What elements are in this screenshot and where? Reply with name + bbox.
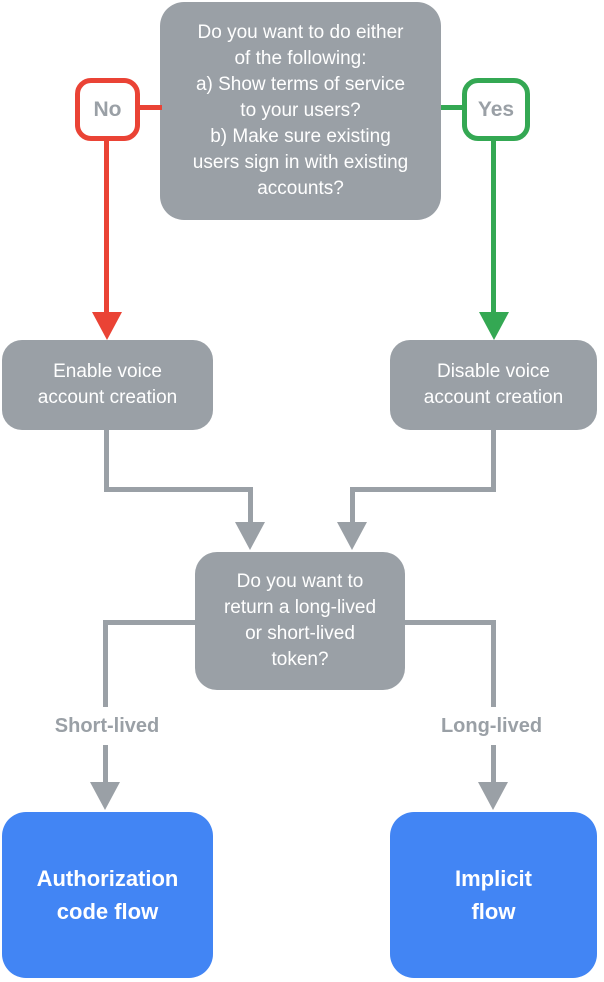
- enable-voice-node: Enable voice account creation: [2, 340, 213, 430]
- long-lived-arrowhead-icon: [478, 782, 508, 810]
- short-lived-label: Short-lived: [22, 707, 192, 745]
- no-branch-horizontal-line: [138, 105, 162, 110]
- disable-connector-horizontal-line: [352, 487, 496, 492]
- long-lived-horizontal-line: [405, 620, 496, 625]
- implicit-flow-node: Implicit flow: [390, 812, 597, 978]
- yes-branch-horizontal-line: [441, 105, 462, 110]
- disable-voice-node: Disable voice account creation: [390, 340, 597, 430]
- enable-connector-arrowhead-icon: [235, 522, 265, 550]
- enable-connector-drop-line: [248, 487, 253, 525]
- yes-branch-vertical-line: [491, 140, 496, 313]
- no-branch-arrowhead-icon: [92, 312, 122, 340]
- enable-connector-horizontal-line: [104, 487, 253, 492]
- authorization-code-flow-node: Authorization code flow: [2, 812, 213, 978]
- no-badge: No: [75, 78, 140, 141]
- yes-badge: Yes: [462, 78, 530, 141]
- long-lived-vertical-line: [491, 620, 496, 782]
- question-node-top: Do you want to do either of the followin…: [160, 2, 441, 220]
- short-lived-arrowhead-icon: [90, 782, 120, 810]
- no-branch-vertical-line: [104, 140, 109, 313]
- short-lived-horizontal-line: [103, 620, 195, 625]
- enable-connector-vertical-line: [104, 430, 109, 492]
- disable-connector-arrowhead-icon: [337, 522, 367, 550]
- disable-connector-vertical-line: [491, 430, 496, 492]
- question-node-token: Do you want to return a long-lived or sh…: [195, 552, 405, 690]
- short-lived-vertical-line: [103, 620, 108, 782]
- yes-branch-arrowhead-icon: [479, 312, 509, 340]
- long-lived-label: Long-lived: [411, 707, 572, 745]
- disable-connector-drop-line: [350, 487, 355, 525]
